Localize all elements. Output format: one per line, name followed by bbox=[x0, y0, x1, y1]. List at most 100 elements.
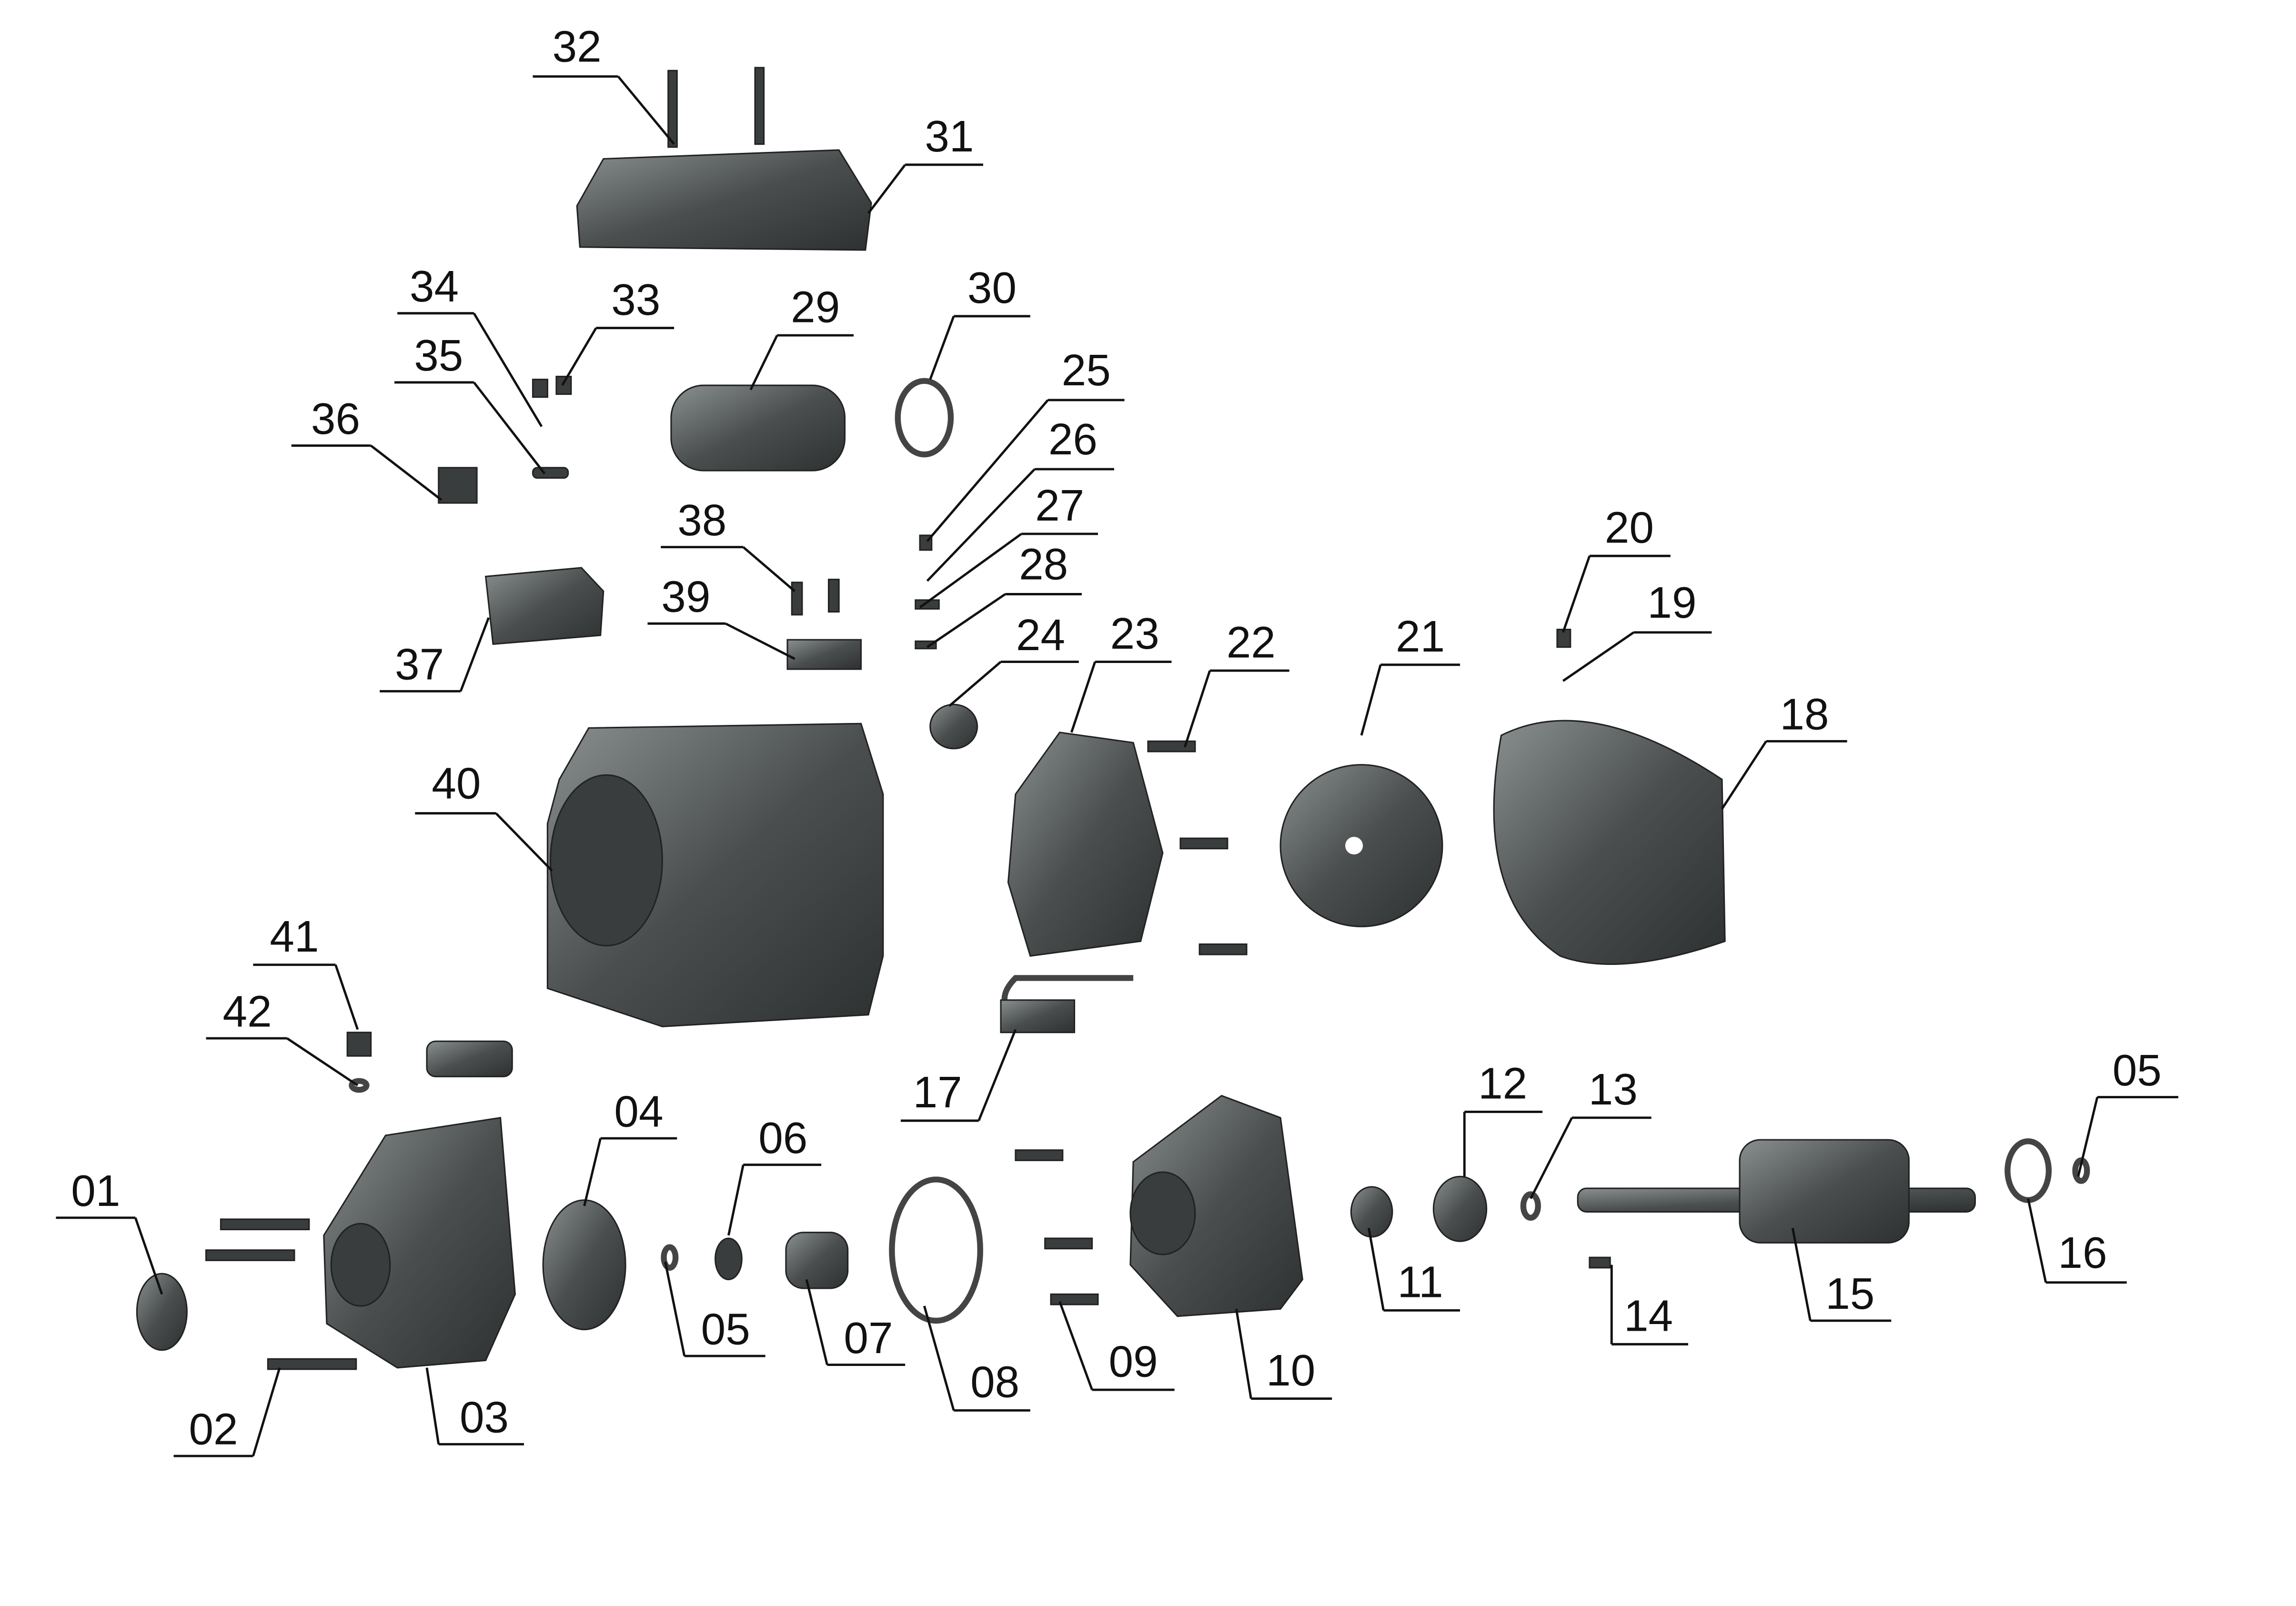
callout-25: 25 bbox=[926, 345, 1125, 542]
part-number-label: 36 bbox=[311, 394, 360, 443]
part-number-label: 07 bbox=[844, 1313, 893, 1363]
callout-13: 13 bbox=[1530, 1064, 1652, 1199]
part-inlet bbox=[330, 1223, 391, 1307]
part-number-label: 21 bbox=[1396, 612, 1445, 661]
callout-20: 20 bbox=[1561, 502, 1671, 633]
part-number-label: 41 bbox=[270, 912, 319, 961]
callout-17: 17 bbox=[900, 1029, 1017, 1122]
callout-33: 33 bbox=[561, 275, 675, 386]
callout-21: 21 bbox=[1360, 612, 1460, 736]
part-washer bbox=[532, 467, 569, 479]
part-impeller bbox=[542, 1199, 626, 1331]
part-number-label: 31 bbox=[925, 111, 974, 161]
part-number-label: 10 bbox=[1266, 1345, 1315, 1395]
part-washer bbox=[715, 1237, 743, 1281]
leader-line bbox=[1721, 740, 1767, 810]
callout-32: 32 bbox=[533, 22, 675, 145]
part-number-label: 06 bbox=[758, 1113, 807, 1163]
leader-line bbox=[2077, 1097, 2099, 1177]
part-number-label: 09 bbox=[1109, 1336, 1158, 1386]
part-number-label: 19 bbox=[1647, 578, 1696, 627]
part-key bbox=[1589, 1256, 1611, 1269]
part-pump-bracket bbox=[1129, 1094, 1304, 1317]
part-bolt bbox=[1179, 837, 1229, 850]
part-number-label: 05 bbox=[2113, 1045, 2162, 1095]
leader-line bbox=[1183, 670, 1211, 748]
leader-line bbox=[134, 1217, 163, 1295]
part-number-label: 08 bbox=[970, 1357, 1019, 1407]
leader-line bbox=[583, 1138, 602, 1206]
callout-12: 12 bbox=[1463, 1059, 1543, 1177]
part-number-label: 40 bbox=[432, 759, 481, 808]
callout-24: 24 bbox=[948, 610, 1079, 707]
parts bbox=[136, 67, 2090, 1370]
callout-29: 29 bbox=[749, 282, 854, 391]
callout-15: 15 bbox=[1791, 1227, 1892, 1322]
leader-line bbox=[926, 399, 1049, 542]
part-number-label: 33 bbox=[611, 275, 660, 324]
part-number-label: 34 bbox=[410, 261, 459, 311]
leader-line bbox=[617, 75, 675, 145]
part-bolt bbox=[1147, 740, 1196, 753]
leader-line bbox=[1070, 661, 1097, 733]
part-number-label: 12 bbox=[1478, 1059, 1527, 1108]
part-screw bbox=[827, 579, 840, 613]
callout-06: 06 bbox=[727, 1113, 822, 1236]
part-rotor bbox=[1739, 1139, 1910, 1244]
leader-line bbox=[561, 327, 597, 386]
part-number-label: 30 bbox=[967, 263, 1017, 312]
part-number-label: 22 bbox=[1227, 617, 1276, 667]
part-small bbox=[919, 534, 933, 551]
callout-10: 10 bbox=[1235, 1308, 1332, 1400]
part-bearing bbox=[1432, 1175, 1488, 1242]
part-number-label: 42 bbox=[223, 986, 272, 1036]
leader-line bbox=[977, 1029, 1017, 1121]
part-terminal-block bbox=[484, 567, 604, 645]
part-screw bbox=[754, 67, 765, 145]
callout-30: 30 bbox=[929, 263, 1030, 380]
callout-34: 34 bbox=[397, 261, 543, 427]
part-number-label: 27 bbox=[1035, 481, 1084, 530]
part-cable-gland-body bbox=[1000, 999, 1076, 1034]
part-number-label: 15 bbox=[1825, 1269, 1874, 1318]
part-terminal bbox=[438, 467, 478, 504]
part-bolt bbox=[1044, 1237, 1093, 1250]
part-number-label: 05 bbox=[701, 1304, 750, 1354]
part-number-label: 28 bbox=[1019, 540, 1068, 589]
leader-line bbox=[286, 1037, 359, 1086]
part-clamp bbox=[786, 639, 862, 670]
leader-line bbox=[725, 622, 796, 660]
part-number-label: 14 bbox=[1624, 1291, 1673, 1341]
leader-line bbox=[1235, 1308, 1252, 1399]
leader-line bbox=[473, 381, 546, 474]
part-cap bbox=[426, 1040, 513, 1077]
leader-line bbox=[425, 1367, 440, 1445]
part-washer bbox=[349, 1078, 370, 1093]
part-circlip bbox=[1520, 1191, 1541, 1221]
part-screw bbox=[555, 375, 572, 395]
part-bracket-bore bbox=[1129, 1171, 1196, 1255]
part-bolt bbox=[205, 1249, 295, 1261]
part-plug bbox=[136, 1273, 188, 1351]
leader-line bbox=[473, 312, 543, 427]
part-number-label: 03 bbox=[460, 1393, 509, 1442]
leader-line bbox=[929, 316, 955, 380]
leader-line bbox=[727, 1164, 745, 1236]
part-number-label: 18 bbox=[1780, 690, 1829, 739]
part-fan-cover bbox=[1493, 720, 1726, 965]
part-number-label: 20 bbox=[1605, 502, 1654, 552]
part-housing-bore bbox=[550, 774, 663, 947]
part-pump-body bbox=[323, 1117, 516, 1369]
leader-line bbox=[1058, 1301, 1093, 1390]
callout-03: 03 bbox=[425, 1367, 524, 1445]
callout-23: 23 bbox=[1070, 609, 1172, 733]
leader-line bbox=[370, 444, 443, 501]
callout-04: 04 bbox=[583, 1086, 677, 1206]
part-o-ring bbox=[661, 1244, 679, 1271]
part-number-label: 16 bbox=[2058, 1228, 2107, 1277]
part-screw bbox=[667, 70, 678, 148]
leader-line bbox=[926, 593, 1006, 648]
part-number-label: 35 bbox=[414, 331, 463, 380]
part-number-label: 29 bbox=[791, 282, 840, 331]
